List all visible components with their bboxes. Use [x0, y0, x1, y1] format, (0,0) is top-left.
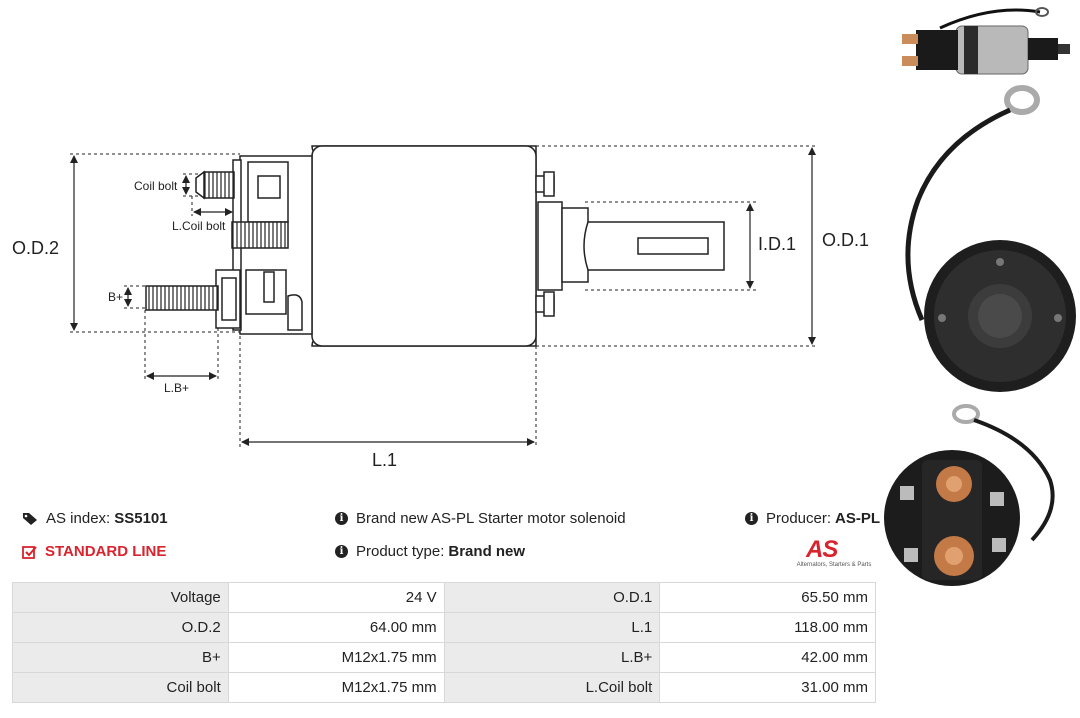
- spec-key: O.D.2: [12, 612, 229, 643]
- description-text: Brand new AS-PL Starter motor solenoid: [356, 510, 626, 527]
- spec-value: 24 V: [227, 582, 445, 613]
- coil-bolt-label: Coil bolt: [134, 179, 178, 193]
- od2-label: O.D.2: [12, 238, 59, 258]
- od1-label: O.D.1: [822, 230, 869, 250]
- as-index-row: AS index: SS5101: [22, 510, 168, 527]
- logo-mark: AS: [806, 536, 838, 563]
- product-type-label: Product type:: [356, 543, 445, 560]
- spec-key: Coil bolt: [12, 672, 229, 703]
- spec-value: 64.00 mm: [227, 612, 445, 643]
- solenoid-outline: [145, 145, 725, 347]
- l-b-plus-label: L.B+: [164, 381, 189, 395]
- tag-icon: [22, 512, 38, 526]
- spec-value: 31.00 mm: [659, 672, 876, 703]
- technical-drawing: O.D.2 O.D.1 I.D.1 L.1 Coil bolt L.Coil b…: [12, 145, 869, 470]
- id1-label: I.D.1: [758, 234, 796, 254]
- solenoid-side-photo: [902, 7, 1070, 75]
- as-index-value: SS5101: [114, 510, 168, 527]
- spec-value: M12x1.75 mm: [227, 672, 445, 703]
- spec-key: L.B+: [443, 642, 661, 673]
- producer-value: AS-PL: [835, 510, 881, 527]
- spec-key: L.1: [443, 612, 661, 643]
- standard-line-row: STANDARD LINE: [22, 543, 166, 560]
- product-type-value: Brand new: [448, 543, 526, 560]
- spec-value: M12x1.75 mm: [227, 642, 445, 673]
- checkbox-icon: [22, 545, 37, 559]
- info-icon: i: [745, 512, 758, 525]
- as-index-label: AS index:: [46, 510, 111, 527]
- solenoid-front-photo: [884, 404, 1055, 586]
- info-icon: i: [335, 545, 348, 558]
- producer-row: i Producer: AS-PL: [745, 510, 880, 527]
- table-row: O.D.2 64.00 mm L.1 118.00 mm: [12, 612, 876, 643]
- solenoid-rear-photo: [905, 85, 1076, 392]
- spec-value: 65.50 mm: [659, 582, 876, 613]
- l1-label: L.1: [372, 450, 397, 470]
- spec-key: Voltage: [12, 582, 229, 613]
- producer-label: Producer:: [766, 510, 832, 527]
- dimension-arrows: [70, 147, 816, 446]
- as-pl-logo: AS Alternators, Starters & Parts: [790, 536, 878, 570]
- extension-lines: [70, 145, 818, 448]
- spec-value: 42.00 mm: [659, 642, 876, 673]
- spec-value: 118.00 mm: [659, 612, 876, 643]
- table-row: Coil bolt M12x1.75 mm L.Coil bolt 31.00 …: [12, 672, 876, 703]
- table-row: Voltage 24 V O.D.1 65.50 mm: [12, 582, 876, 613]
- spec-key: O.D.1: [443, 582, 661, 613]
- l-coil-bolt-label: L.Coil bolt: [172, 219, 226, 233]
- product-type-row: i Product type: Brand new: [335, 543, 525, 560]
- logo-tagline: Alternators, Starters & Parts: [796, 562, 872, 568]
- specs-table: Voltage 24 V O.D.1 65.50 mm O.D.2 64.00 …: [12, 582, 876, 703]
- info-icon: i: [335, 512, 348, 525]
- b-plus-label: B+: [108, 290, 123, 304]
- standard-line-label: STANDARD LINE: [45, 543, 167, 560]
- spec-key: L.Coil bolt: [443, 672, 661, 703]
- spec-key: B+: [12, 642, 229, 673]
- product-photos: [884, 7, 1076, 586]
- description-row: i Brand new AS-PL Starter motor solenoid: [335, 510, 626, 527]
- table-row: B+ M12x1.75 mm L.B+ 42.00 mm: [12, 642, 876, 673]
